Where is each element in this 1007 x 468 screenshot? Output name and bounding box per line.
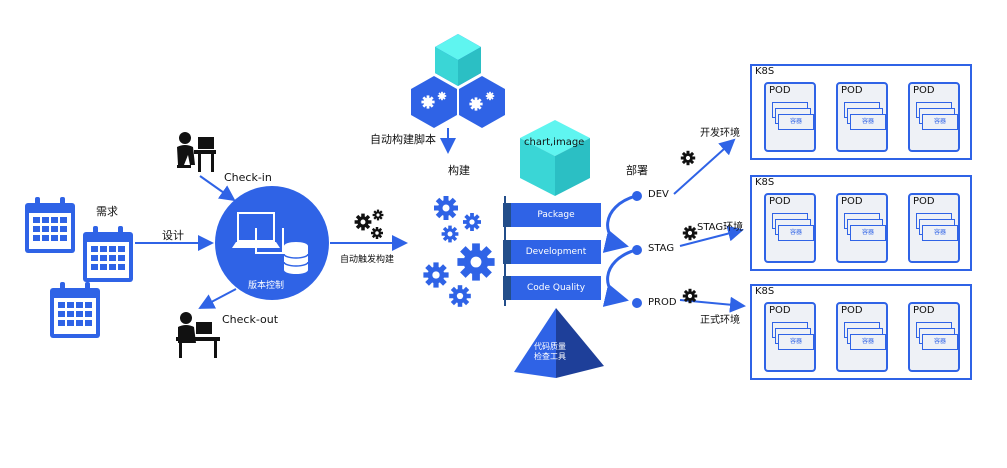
container: 容器 <box>850 334 886 350</box>
pod: POD 容器 <box>908 302 960 372</box>
vcs-label: 版本控制 <box>248 281 285 291</box>
k8s-cluster-stag: K8S POD 容器 POD 容器 POD 容器 <box>750 175 972 271</box>
calendar-icon <box>50 282 100 338</box>
quality-pyramid-icon <box>514 308 604 378</box>
pod: POD 容器 <box>836 302 888 372</box>
k8s-title: K8S <box>755 66 775 77</box>
build-script-hex-icon <box>411 34 505 128</box>
deploy-gear-icons <box>680 150 698 304</box>
container: 容器 <box>922 114 958 130</box>
checkout-label: Check-out <box>222 313 279 326</box>
deploy-title: 部署 <box>626 164 648 177</box>
build-gears-icon <box>423 196 495 307</box>
container: 容器 <box>850 114 886 130</box>
calendar-icon <box>83 226 133 282</box>
developer-checkout-icon <box>176 312 220 358</box>
calendar-icon <box>25 197 75 253</box>
k8s-cluster-prod: K8S POD 容器 POD 容器 POD 容器 <box>750 284 972 380</box>
pod-title: POD <box>913 196 935 207</box>
deploy-stage-dev: DEV <box>648 189 669 200</box>
build-script-label: 自动构建脚本 <box>370 133 436 146</box>
pod-title: POD <box>913 85 935 96</box>
developer-checkin-icon <box>177 132 216 172</box>
pod-title: POD <box>769 85 791 96</box>
build-title: 构建 <box>448 164 470 177</box>
pod-title: POD <box>841 85 863 96</box>
pod: POD 容器 <box>908 82 960 152</box>
pod-title: POD <box>841 305 863 316</box>
pod: POD 容器 <box>764 302 816 372</box>
pod-title: POD <box>769 305 791 316</box>
container: 容器 <box>778 225 814 241</box>
pod: POD 容器 <box>908 193 960 263</box>
container: 容器 <box>922 225 958 241</box>
env-prod-label: 正式环境 <box>700 315 740 326</box>
stage-code-quality: Code Quality <box>503 276 601 300</box>
env-dev-label: 开发环境 <box>700 128 740 139</box>
env-stag-label: STAG环境 <box>697 222 744 233</box>
deploy-stage-stag: STAG <box>648 243 675 254</box>
demand-label: 需求 <box>96 205 118 218</box>
container: 容器 <box>778 334 814 350</box>
deploy-stage-prod: PROD <box>648 297 677 308</box>
vcs-icon <box>215 186 329 300</box>
checkin-label: Check-in <box>224 171 272 184</box>
k8s-title: K8S <box>755 286 775 297</box>
stage-package: Package <box>503 203 601 227</box>
artifact-cube-icon <box>520 120 590 196</box>
k8s-title: K8S <box>755 177 775 188</box>
pod: POD 容器 <box>764 82 816 152</box>
artifact-label: chart,image <box>524 137 585 148</box>
quality-tool-label: 代码质量 检查工具 <box>534 342 566 361</box>
pod-title: POD <box>913 305 935 316</box>
container: 容器 <box>850 225 886 241</box>
pod: POD 容器 <box>836 193 888 263</box>
pod-title: POD <box>841 196 863 207</box>
container: 容器 <box>778 114 814 130</box>
pod: POD 容器 <box>764 193 816 263</box>
pod: POD 容器 <box>836 82 888 152</box>
pod-title: POD <box>769 196 791 207</box>
k8s-cluster-dev: K8S POD 容器 POD 容器 POD 容器 <box>750 64 972 160</box>
gears-icon <box>354 209 384 239</box>
container: 容器 <box>922 334 958 350</box>
design-label: 设计 <box>162 229 184 242</box>
stage-development: Development <box>503 240 601 264</box>
auto-trigger-label: 自动触发构建 <box>340 255 395 265</box>
